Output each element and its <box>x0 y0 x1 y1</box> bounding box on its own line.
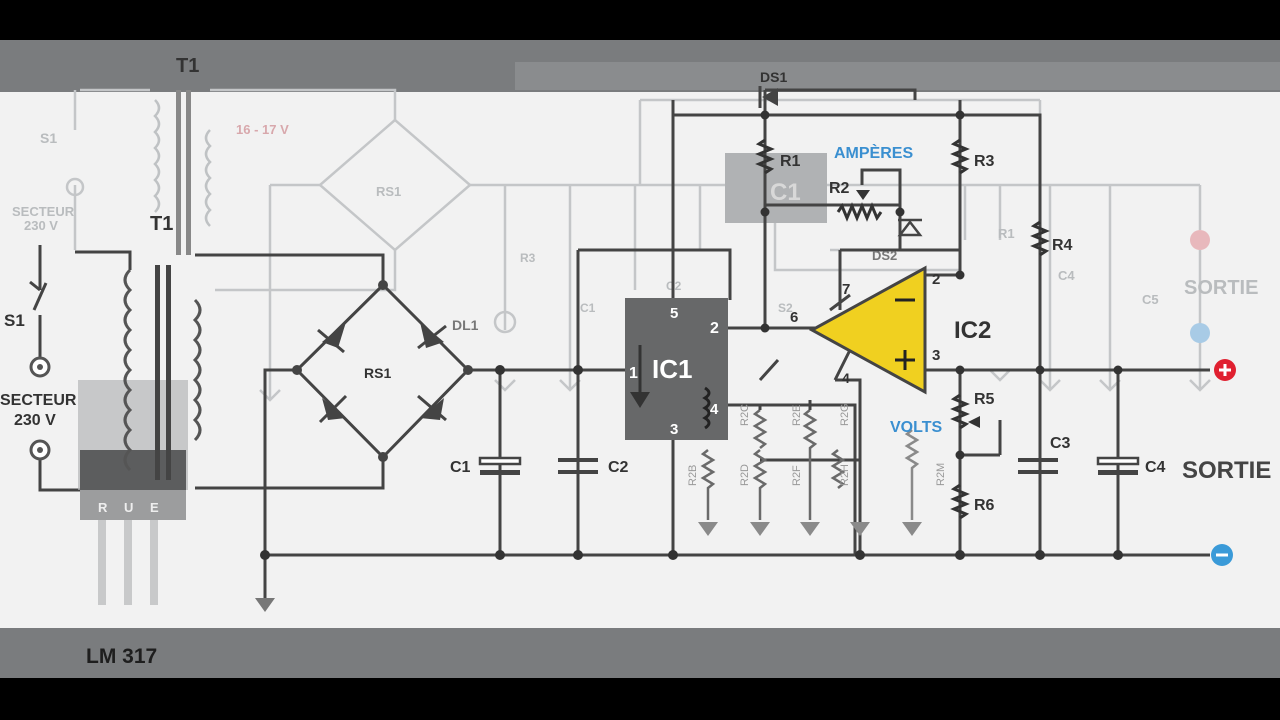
capacitors-c1-c2 <box>478 456 1140 475</box>
label-ds1: DS1 <box>760 69 787 85</box>
label-secteur-2: 230 V <box>14 412 56 429</box>
ghost-label-c5: C5 <box>1142 292 1159 307</box>
ghost-label-rs1: RS1 <box>376 184 401 199</box>
label-pkg-r: R <box>98 500 108 515</box>
resistor-network <box>255 358 922 612</box>
ghost-label-s1: S1 <box>40 130 57 146</box>
ghost-label-voltage: 16 - 17 V <box>236 122 289 137</box>
label-r4: R4 <box>1052 237 1073 254</box>
label-ic2: IC2 <box>954 317 991 344</box>
label-ic2-pin4: 4 <box>842 370 850 386</box>
label-r2e: R2E <box>791 405 803 426</box>
letterbox-top <box>0 0 1280 40</box>
label-r2: R2 <box>829 180 850 197</box>
label-r2d: R2D <box>739 464 751 486</box>
label-c2: C2 <box>608 459 629 476</box>
label-c1: C1 <box>450 459 471 476</box>
label-ic1: IC1 <box>652 354 692 384</box>
output-terminal-minus <box>1211 544 1233 566</box>
ghost-label-c1-block: C1 <box>770 179 801 206</box>
label-r2b: R2B <box>687 465 699 486</box>
ghost-label-c4: C4 <box>1058 268 1075 283</box>
ghost-label-secteur-2: 230 V <box>24 218 58 233</box>
label-volts: VOLTS <box>890 419 942 436</box>
label-pkg-u: U <box>124 500 133 515</box>
label-pkg-e: E <box>150 500 159 515</box>
label-r2g: R2G <box>839 403 851 426</box>
label-ic1-pin4: 4 <box>710 401 719 418</box>
current-limit-section <box>755 86 1050 333</box>
label-r2c: R2C <box>739 404 751 426</box>
label-ic2-pin2: 2 <box>932 271 940 288</box>
label-ic1-pin2: 2 <box>710 320 719 337</box>
label-secteur-1: SECTEUR <box>0 392 77 409</box>
label-r5: R5 <box>974 391 995 408</box>
label-r3: R3 <box>974 153 995 170</box>
label-r6: R6 <box>974 497 995 514</box>
label-r2f: R2F <box>791 465 803 486</box>
label-ic2-pin6: 6 <box>790 309 798 326</box>
label-r2h: R2H <box>839 464 851 486</box>
label-sortie: SORTIE <box>1182 457 1271 484</box>
label-amperes: AMPÈRES <box>834 143 913 162</box>
label-r1: R1 <box>780 153 801 170</box>
label-dl1: DL1 <box>452 317 479 333</box>
bridge-rectifier-rs1 <box>292 280 473 462</box>
letterbox-bottom <box>0 678 1280 720</box>
top-band-light <box>515 62 1280 90</box>
label-ic2-pin7: 7 <box>842 281 850 298</box>
ic1-regulator <box>625 298 728 440</box>
label-c3: C3 <box>1050 435 1071 452</box>
ghost-label-r3: R3 <box>520 251 536 265</box>
ghost-label-r1: R1 <box>998 226 1015 241</box>
ghost-circuit <box>65 88 1211 402</box>
label-r2m: R2M <box>935 463 947 486</box>
transformer-t1 <box>78 90 202 605</box>
label-t1-top: T1 <box>176 55 199 77</box>
label-c4: C4 <box>1145 459 1166 476</box>
switch-s1 <box>29 265 51 461</box>
label-lm317: LM 317 <box>86 645 157 668</box>
label-ic1-pin3: 3 <box>670 421 678 438</box>
ghost-c1-block <box>725 153 827 223</box>
output-terminal-plus <box>1214 359 1236 381</box>
ghost-label-c1: C1 <box>580 301 596 315</box>
label-ds2: DS2 <box>872 248 897 263</box>
ghost-label-secteur-1: SECTEUR <box>12 204 75 219</box>
label-t1: T1 <box>150 213 173 235</box>
voltage-adjust <box>950 365 1123 520</box>
label-rs1: RS1 <box>364 365 391 381</box>
junction-dots <box>260 365 1123 560</box>
ic2-opamp <box>808 265 927 395</box>
label-ic1-pin5: 5 <box>670 305 678 322</box>
ghost-label-s2: S2 <box>778 301 793 315</box>
label-ic2-pin3: 3 <box>932 347 940 364</box>
label-ic1-pin1: 1 <box>629 365 638 382</box>
bottom-band <box>0 628 1280 678</box>
label-s1: S1 <box>4 311 25 330</box>
ghost-label-sortie: SORTIE <box>1184 277 1258 299</box>
